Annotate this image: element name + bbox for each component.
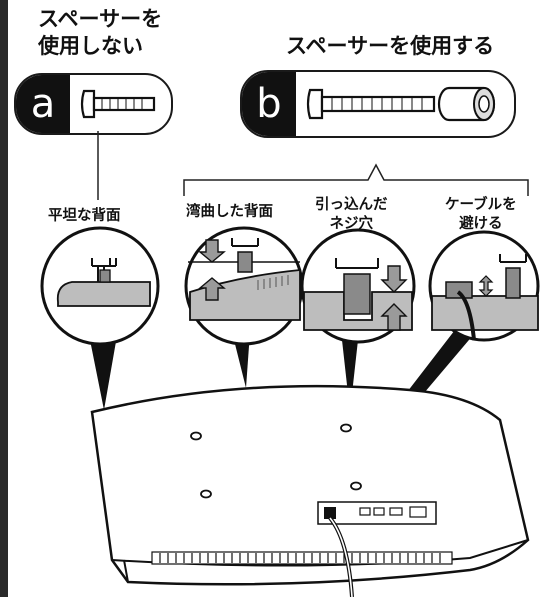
screw-with-spacer-icon <box>306 86 496 122</box>
detail-curved-back <box>184 226 304 346</box>
callout-b: b <box>240 70 516 138</box>
screw-icon <box>80 89 156 119</box>
with-spacer-heading: スペーサーを使用する <box>286 34 495 58</box>
detail-recessed-hole <box>300 228 416 344</box>
label-flat-back: 平坦な背面 <box>48 208 121 224</box>
tv-back <box>90 384 530 597</box>
label-recessed-hole: 引っ込んだ ネジ穴 <box>315 197 388 232</box>
pointer-b1 <box>232 332 250 388</box>
detail-flat-back <box>40 226 160 346</box>
left-border <box>0 0 8 597</box>
pointer-a <box>88 330 118 410</box>
no-spacer-heading: スペーサーを 使用しない <box>38 7 163 58</box>
label-curved-back: 湾曲した背面 <box>186 204 273 220</box>
pointer-b2 <box>342 340 358 412</box>
label-avoid-cable: ケーブルを 避ける <box>445 197 517 232</box>
badge-a: a <box>16 75 70 133</box>
badge-b: b <box>242 72 296 136</box>
detail-avoid-cable <box>428 230 540 342</box>
callout-a: a <box>14 73 173 135</box>
